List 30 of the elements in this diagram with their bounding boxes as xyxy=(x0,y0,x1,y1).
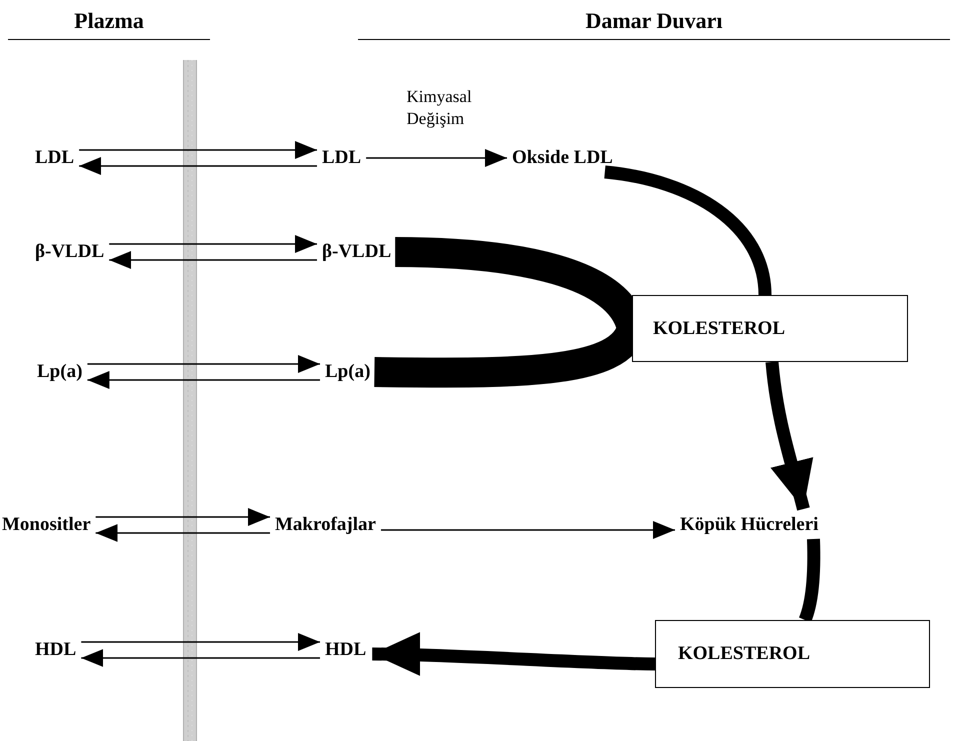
arrow xyxy=(366,149,507,167)
thick-arrow xyxy=(766,361,813,511)
arrow xyxy=(81,649,320,667)
arrow xyxy=(380,521,675,539)
column-heading: Plazma xyxy=(8,2,210,40)
arrow xyxy=(96,524,270,542)
node-label: Monositler xyxy=(2,513,91,537)
node-label: LDL xyxy=(322,146,362,170)
arrow xyxy=(96,508,270,526)
node-label: Makrofajlar xyxy=(275,513,376,537)
node-label: β-VLDL xyxy=(322,240,392,264)
arrow xyxy=(79,157,317,175)
node-label: Lp(a) xyxy=(325,360,370,384)
arrow xyxy=(87,355,320,373)
node-label: HDL xyxy=(35,638,76,662)
node-label: Lp(a) xyxy=(37,360,82,384)
node-label: LDL xyxy=(35,146,74,170)
node-label: Okside LDL xyxy=(512,146,613,170)
node-label: HDL xyxy=(325,638,366,662)
arrow xyxy=(79,141,317,159)
arrow xyxy=(87,371,320,389)
arrow xyxy=(109,235,317,253)
arrow xyxy=(81,633,320,651)
arrow xyxy=(109,251,317,269)
column-heading: Damar Duvarı xyxy=(358,2,950,40)
process-box: KOLESTEROL xyxy=(632,295,908,362)
process-box: KOLESTEROL xyxy=(655,620,930,688)
thick-arrow xyxy=(372,632,656,676)
node-label: Köpük Hücreleri xyxy=(680,513,818,537)
node-label: β-VLDL xyxy=(35,240,104,264)
